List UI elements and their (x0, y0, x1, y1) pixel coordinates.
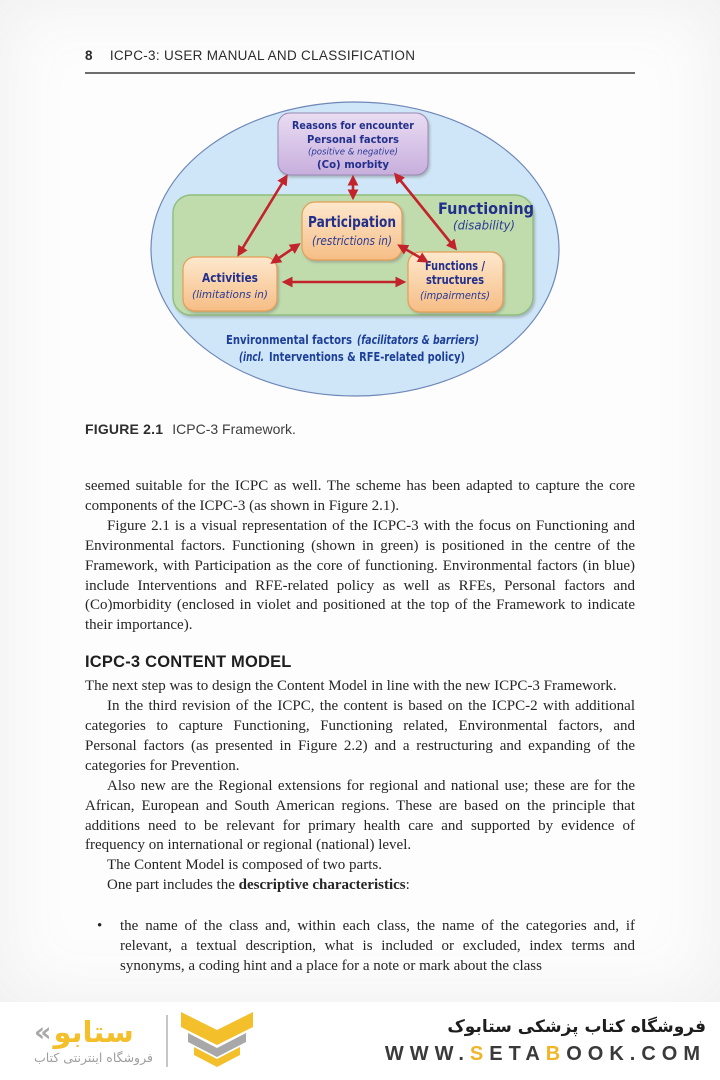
functioning-label: Functioning (438, 199, 534, 218)
section-heading: ICPC-3 CONTENT MODEL (85, 653, 292, 672)
paragraph-7-prefix: One part includes the (107, 877, 239, 894)
environmental-line1-italic: (facilitators & barriers) (357, 333, 479, 347)
participation-box (301, 201, 403, 261)
environmental-line2-bold: Interventions & RFE-related policy) (269, 350, 465, 364)
wordmark-kaf-glyph: « (34, 1017, 52, 1048)
url-seg-4: B (545, 1042, 567, 1065)
store-url: WWW.SETABOOK.COM (385, 1043, 706, 1066)
reasons-line3: (positive & negative) (308, 148, 398, 158)
activities-label: Activities (202, 271, 258, 285)
functions-structures-box (407, 251, 504, 313)
setabook-chevron-logo-icon (180, 1012, 253, 1067)
paragraph-7: One part includes the descriptive charac… (85, 876, 635, 896)
book-page: 8 ICPC-3: USER MANUAL AND CLASSIFICATION (85, 0, 635, 977)
url-seg-3: ETA (489, 1042, 546, 1065)
brand-divider (165, 1015, 168, 1067)
setabook-watermark-footer: « ستابو فروشگاه اینترنتی کتاب فروشگاه کت… (0, 1002, 720, 1080)
reasons-line1: Reasons for encounter (292, 120, 415, 132)
chevron-bottom (193, 1047, 240, 1067)
wordmark-text: ستابو (53, 1015, 134, 1049)
paragraph-3: The next step was to design the Content … (85, 678, 617, 695)
paragraph-7-bold: descriptive characteristics (238, 877, 406, 894)
store-title-farsi: فروشگاه کتاب پزشکی ستابوک (447, 1016, 706, 1037)
setabook-brand: « ستابو فروشگاه اینترنتی کتاب (34, 1012, 253, 1070)
participation-label: Participation (308, 213, 396, 231)
store-info: فروشگاه کتاب پزشکی ستابوک WWW.SETABOOK.C… (385, 1017, 706, 1066)
running-head-title: ICPC-3: USER MANUAL AND CLASSIFICATION (109, 48, 416, 63)
setabook-wordmark-block: « ستابو فروشگاه اینترنتی کتاب (34, 1017, 153, 1065)
reasons-line4: (Co) morbity (317, 158, 389, 171)
page-number: 8 (85, 48, 93, 63)
paragraph-1: seemed suitable for the ICPC as well. Th… (85, 478, 635, 514)
bullet-item: • the name of the class and, within each… (85, 917, 635, 977)
url-seg-1: WWW. (384, 1042, 470, 1065)
url-seg-5: OOK.COM (566, 1042, 706, 1065)
brand-tagline: فروشگاه اینترنتی کتاب (34, 1050, 153, 1065)
page-header: 8 ICPC-3: USER MANUAL AND CLASSIFICATION (85, 0, 635, 63)
participation-sub: (restrictions in) (312, 234, 392, 248)
bullet-marker: • (97, 918, 103, 935)
paragraph-7-suffix: : (405, 877, 410, 894)
paragraph-4: In the third revision of the ICPC, the c… (85, 698, 635, 774)
paragraph-6: The Content Model is composed of two par… (107, 857, 382, 874)
activities-sub: (limitations in) (192, 288, 268, 301)
functions-label-line2: structures (426, 273, 484, 287)
body-text: seemed suitable for the ICPC as well. Th… (85, 477, 635, 977)
relationship-arrows (237, 172, 458, 288)
header-rule (85, 72, 635, 74)
functions-sub: (impairments) (420, 289, 490, 302)
activities-box (182, 256, 278, 312)
setabook-wordmark: « ستابو (34, 1017, 153, 1048)
icpc3-framework-diagram: Reasons for encounter Personal factors (… (150, 101, 560, 397)
bullet-text: the name of the class and, within each c… (120, 918, 635, 974)
reasons-line2: Personal factors (307, 134, 399, 146)
paragraph-2: Figure 2.1 is a visual representation of… (85, 517, 635, 634)
url-seg-2: S (469, 1042, 490, 1065)
environmental-line1-bold: Environmental factors (226, 333, 352, 347)
figure-caption-text: ICPC-3 Framework. (172, 421, 296, 437)
figure-caption-label: FIGURE 2.1 (85, 421, 164, 437)
functions-label-line1: Functions / (425, 259, 485, 273)
environmental-line2-italic: (incl. (239, 350, 264, 364)
chevron-top (180, 1012, 253, 1045)
chevron-middle (187, 1033, 246, 1057)
paragraph-5: Also new are the Regional extensions for… (85, 777, 635, 854)
figure-caption: FIGURE 2.1 ICPC-3 Framework. (85, 421, 635, 437)
functioning-sub: (disability) (453, 218, 515, 233)
